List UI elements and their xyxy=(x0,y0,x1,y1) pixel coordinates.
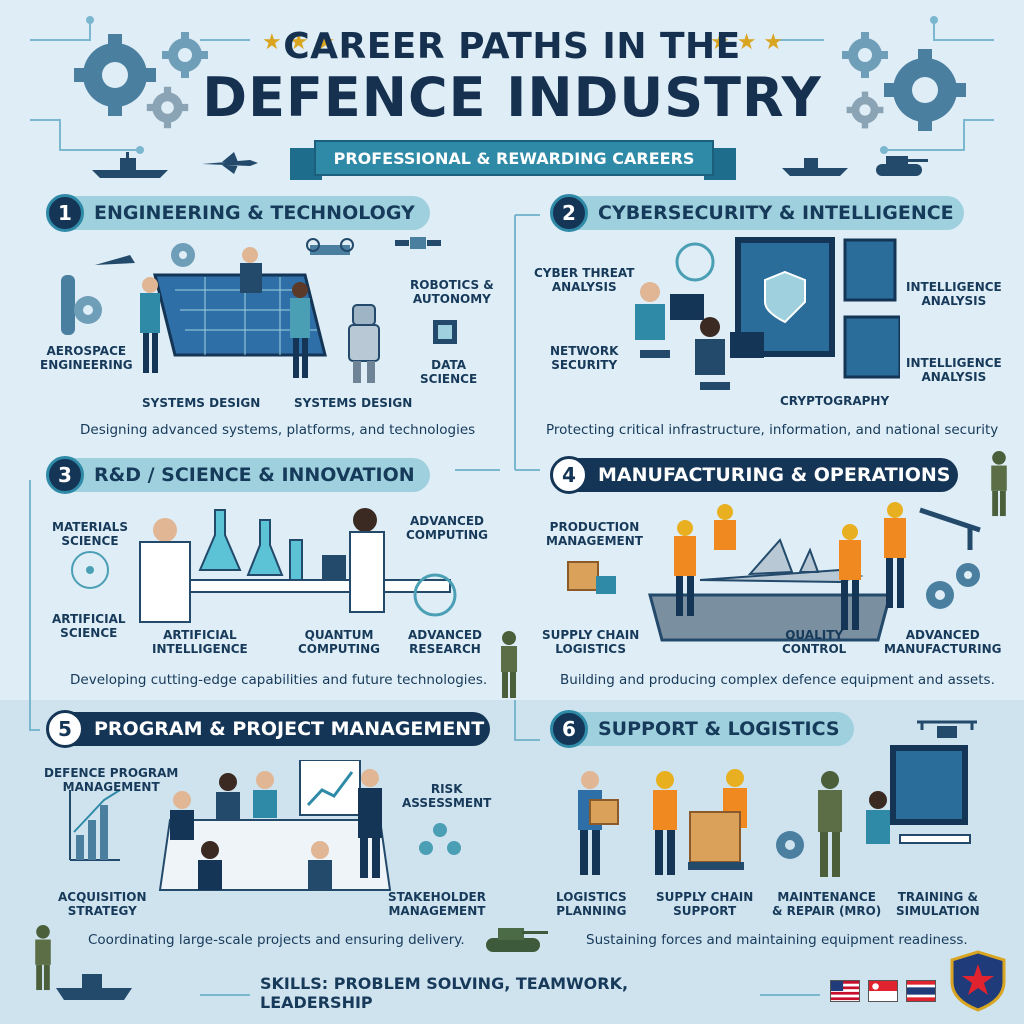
section-5-number: 5 xyxy=(46,710,84,748)
section-1-header: 1 ENGINEERING & TECHNOLOGY xyxy=(46,194,430,232)
soldier-icon xyxy=(35,924,51,991)
label-supply-chain-support: SUPPLY CHAIN SUPPORT xyxy=(656,890,754,919)
label-cyber-threat-analysis: CYBER THREAT ANALYSIS xyxy=(534,266,635,295)
section-3-number: 3 xyxy=(46,456,84,494)
label-data-science: DATA SCIENCE xyxy=(420,358,478,387)
title-line-1: CAREER PATHS IN THE xyxy=(283,26,741,67)
label-logistics-planning: LOGISTICS PLANNING xyxy=(556,890,627,919)
label-quality-control: QUALITY CONTROL xyxy=(782,628,847,657)
drone-icon xyxy=(917,720,977,738)
tank-icon xyxy=(876,156,928,176)
label-advanced-computing: ADVANCED COMPUTING xyxy=(406,514,489,543)
section-6-caption: Sustaining forces and maintaining equipm… xyxy=(586,932,968,948)
section-6-title: SUPPORT & LOGISTICS xyxy=(598,718,840,740)
label-quantum-computing: QUANTUM COMPUTING xyxy=(298,628,381,657)
cybersecurity-illustration xyxy=(635,237,900,390)
label-stakeholder-management: STAKEHOLDER MANAGEMENT xyxy=(388,890,486,919)
section-3-title: R&D / SCIENCE & INNOVATION xyxy=(94,464,415,486)
section-5-caption: Coordinating large-scale projects and en… xyxy=(88,932,465,948)
label-defence-program-management: DEFENCE PROGRAM MANAGEMENT xyxy=(44,766,179,795)
ship-icon xyxy=(92,152,168,178)
section-5-header: 5 PROGRAM & PROJECT MANAGEMENT xyxy=(46,710,490,748)
label-intelligence-analysis-1: INTELLIGENCE ANALYSIS xyxy=(906,280,1002,309)
logistics-illustration xyxy=(578,745,971,877)
label-systems-design-2: SYSTEMS DESIGN xyxy=(294,396,413,410)
label-artificial-intelligence: ARTIFICIAL INTELLIGENCE xyxy=(152,628,248,657)
label-production-management: PRODUCTION MANAGEMENT xyxy=(546,520,643,549)
gear-icon xyxy=(146,86,189,129)
stars-left-icon: ★ ★ ★ xyxy=(262,30,336,55)
singapore-flag-icon xyxy=(868,980,898,1002)
section-3-header: 3 R&D / SCIENCE & INNOVATION xyxy=(46,456,430,494)
us-flag-icon xyxy=(830,980,860,1002)
label-artificial-science: ARTIFICIAL SCIENCE xyxy=(52,612,126,641)
gear-icon xyxy=(842,32,888,78)
label-advanced-manufacturing: ADVANCED MANUFACTURING xyxy=(884,628,1002,657)
section-5-title: PROGRAM & PROJECT MANAGEMENT xyxy=(94,718,485,740)
section-2-header: 2 CYBERSECURITY & INTELLIGENCE xyxy=(550,194,964,232)
gear-icon xyxy=(162,32,208,78)
label-systems-design-1: SYSTEMS DESIGN xyxy=(142,396,261,410)
label-robotics-autonomy: ROBOTICS & AUTONOMY xyxy=(410,278,494,307)
section-3-caption: Developing cutting-edge capabilities and… xyxy=(70,672,488,688)
section-1-title: ENGINEERING & TECHNOLOGY xyxy=(94,202,415,224)
tank-icon xyxy=(486,928,548,952)
warship-icon xyxy=(782,158,848,176)
label-risk-assessment: RISK ASSESSMENT xyxy=(402,782,492,811)
label-supply-chain-logistics: SUPPLY CHAIN LOGISTICS xyxy=(542,628,640,657)
section-6-number: 6 xyxy=(550,710,588,748)
gear-icon xyxy=(884,49,966,131)
warship-icon xyxy=(56,974,132,1000)
label-acquisition-strategy: ACQUISITION STRATEGY xyxy=(58,890,147,919)
section-4-title: MANUFACTURING & OPERATIONS xyxy=(598,464,951,486)
gear-icon xyxy=(74,34,156,116)
jet-icon xyxy=(202,152,258,174)
shield-emblem-icon xyxy=(950,950,1006,1012)
thailand-flag-icon xyxy=(906,980,936,1002)
section-6-header: 6 SUPPORT & LOGISTICS xyxy=(550,710,854,748)
label-maintenance-repair: MAINTENANCE & REPAIR (MRO) xyxy=(772,890,882,919)
label-advanced-research: ADVANCED RESEARCH xyxy=(408,628,483,657)
section-1-caption: Designing advanced systems, platforms, a… xyxy=(80,422,476,438)
section-2-title: CYBERSECURITY & INTELLIGENCE xyxy=(598,202,954,224)
label-cryptography: CRYPTOGRAPHY xyxy=(780,394,890,408)
project-management-illustration xyxy=(69,760,461,891)
skills-footer: SKILLS: PROBLEM SOLVING, TEAMWORK, LEADE… xyxy=(260,974,629,1012)
label-intelligence-analysis-2: INTELLIGENCE ANALYSIS xyxy=(906,356,1002,385)
research-illustration xyxy=(71,508,457,623)
section-4-header: 4 MANUFACTURING & OPERATIONS xyxy=(550,456,958,494)
soldier-icon xyxy=(991,450,1007,517)
section-4-number: 4 xyxy=(550,456,588,494)
label-network-security: NETWORK SECURITY xyxy=(550,344,619,373)
stars-right-icon: ★ ★ ★ xyxy=(710,30,784,55)
gear-icon xyxy=(846,91,884,129)
engineering-illustration xyxy=(61,237,457,383)
section-2-number: 2 xyxy=(550,194,588,232)
section-1-number: 1 xyxy=(46,194,84,232)
subtitle-ribbon: PROFESSIONAL & REWARDING CAREERS xyxy=(314,140,714,176)
section-2-caption: Protecting critical infrastructure, info… xyxy=(546,422,999,438)
soldier-icon xyxy=(501,631,517,698)
label-aerospace-engineering: AEROSPACE ENGINEERING xyxy=(40,344,133,373)
label-materials-science: MATERIALS SCIENCE xyxy=(52,520,128,549)
label-training-simulation: TRAINING & SIMULATION xyxy=(896,890,980,919)
manufacturing-illustration xyxy=(567,502,981,642)
section-4-caption: Building and producing complex defence e… xyxy=(560,672,995,688)
title-line-2: DEFENCE INDUSTRY xyxy=(202,66,822,129)
